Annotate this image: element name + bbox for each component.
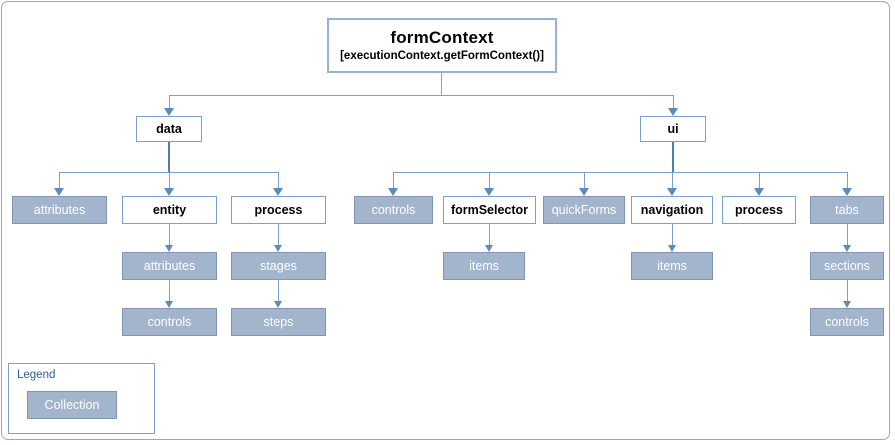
node-data-entity[interactable]: entity [122, 196, 217, 224]
edge-root-to-data-drop [169, 95, 170, 108]
node-ui-navigation-label: navigation [640, 202, 704, 217]
edge-attributes-to-controls-arrow [165, 301, 173, 308]
edge-formselector-to-items-line [489, 224, 490, 245]
node-tabs-controls-label: controls [825, 314, 869, 329]
node-ui-navigation[interactable]: navigation [631, 196, 713, 224]
legend-title: Legend [17, 369, 56, 381]
edge-navigation-to-items-arrow [668, 245, 676, 252]
node-process-steps[interactable]: steps [231, 308, 326, 336]
node-ui-process-label: process [735, 202, 783, 217]
node-data-attributes-label: attributes [33, 202, 86, 217]
node-navigation-items-label: items [657, 258, 687, 273]
edge-process-to-stages-line [278, 224, 279, 245]
edge-tabs-to-sections-arrow [843, 245, 851, 252]
node-data-entity-label: entity [152, 202, 187, 217]
node-formcontext[interactable]: formContext [executionContext.getFormCon… [327, 18, 557, 73]
edge-root-stem [441, 73, 442, 95]
node-data-attributes[interactable]: attributes [12, 196, 107, 224]
node-data-label: data [156, 121, 182, 136]
node-data-process[interactable]: process [231, 196, 326, 224]
edge-data-to-entity-drop [169, 172, 170, 188]
node-tabs-sections[interactable]: sections [810, 252, 884, 280]
node-formselector-items[interactable]: items [443, 252, 525, 280]
node-tabs-controls[interactable]: controls [810, 308, 884, 336]
node-navigation-items[interactable]: items [631, 252, 713, 280]
edge-tabs-to-sections-line [847, 224, 848, 245]
legend-item-collection-label: Collection [44, 398, 100, 412]
edge-sections-to-controls-line [847, 280, 848, 301]
edge-ui-to-quickforms-arrow [579, 188, 589, 196]
node-entity-controls-label: controls [147, 314, 192, 329]
edge-root-to-data-arrow [164, 108, 174, 116]
edge-ui-to-tabs-drop [847, 172, 848, 188]
edge-data-to-attributes-drop [59, 172, 60, 188]
node-data-process-label: process [254, 202, 303, 217]
edge-ui-to-process-drop [759, 172, 760, 188]
edge-data-to-process-arrow [273, 188, 283, 196]
edge-root-bus [169, 95, 674, 96]
node-ui-controls[interactable]: controls [354, 196, 433, 224]
node-process-stages[interactable]: stages [231, 252, 326, 280]
edge-data-stem [168, 142, 170, 172]
node-ui-formselector[interactable]: formSelector [443, 196, 536, 224]
node-ui-process[interactable]: process [722, 196, 796, 224]
edge-data-to-attributes-arrow [54, 188, 64, 196]
node-ui-controls-label: controls [371, 202, 416, 217]
edge-attributes-to-controls-line [169, 280, 170, 301]
node-ui[interactable]: ui [640, 116, 706, 142]
edge-ui-to-quickforms-drop [584, 172, 585, 188]
legend-item-collection: Collection [27, 391, 117, 419]
node-entity-attributes-label: attributes [143, 258, 196, 273]
node-ui-tabs[interactable]: tabs [810, 196, 884, 224]
node-data[interactable]: data [136, 116, 202, 142]
edge-ui-to-formselector-arrow [484, 188, 494, 196]
node-formselector-items-label: items [469, 258, 499, 273]
edge-entity-to-attributes-arrow [165, 245, 173, 252]
edge-ui-stem [672, 142, 674, 172]
edge-data-to-process-drop [278, 172, 279, 188]
edge-ui-to-navigation-drop [672, 172, 673, 188]
edge-ui-to-formselector-drop [489, 172, 490, 188]
edge-ui-to-controls-arrow [388, 188, 398, 196]
edge-ui-to-process-arrow [754, 188, 764, 196]
edge-ui-bus [393, 172, 847, 173]
node-process-steps-label: steps [263, 314, 294, 329]
edge-formselector-to-items-arrow [485, 245, 493, 252]
node-ui-tabs-label: tabs [835, 202, 859, 217]
edge-ui-to-navigation-arrow [667, 188, 677, 196]
node-ui-quickforms[interactable]: quickForms [543, 196, 625, 224]
legend-panel: Legend Collection [8, 363, 155, 434]
edge-ui-to-tabs-arrow [842, 188, 852, 196]
node-entity-attributes[interactable]: attributes [122, 252, 217, 280]
edge-root-to-ui-drop [673, 95, 674, 108]
node-tabs-sections-label: sections [824, 258, 870, 273]
node-entity-controls[interactable]: controls [122, 308, 217, 336]
node-formcontext-title: formContext [390, 27, 494, 47]
edge-sections-to-controls-arrow [843, 301, 851, 308]
edge-navigation-to-items-line [672, 224, 673, 245]
edge-ui-to-controls-drop [393, 172, 394, 188]
node-process-stages-label: stages [260, 258, 297, 273]
edge-process-to-stages-arrow [274, 245, 282, 252]
edge-stages-to-steps-line [278, 280, 279, 301]
edge-entity-to-attributes-line [169, 224, 170, 245]
node-ui-quickforms-label: quickForms [551, 202, 617, 217]
node-ui-formselector-label: formSelector [450, 202, 529, 217]
edge-root-to-ui-arrow [668, 108, 678, 116]
edge-stages-to-steps-arrow [274, 301, 282, 308]
node-formcontext-subtitle: [executionContext.getFormContext()] [340, 50, 544, 63]
edge-data-to-entity-arrow [164, 188, 174, 196]
node-ui-label: ui [667, 121, 679, 136]
